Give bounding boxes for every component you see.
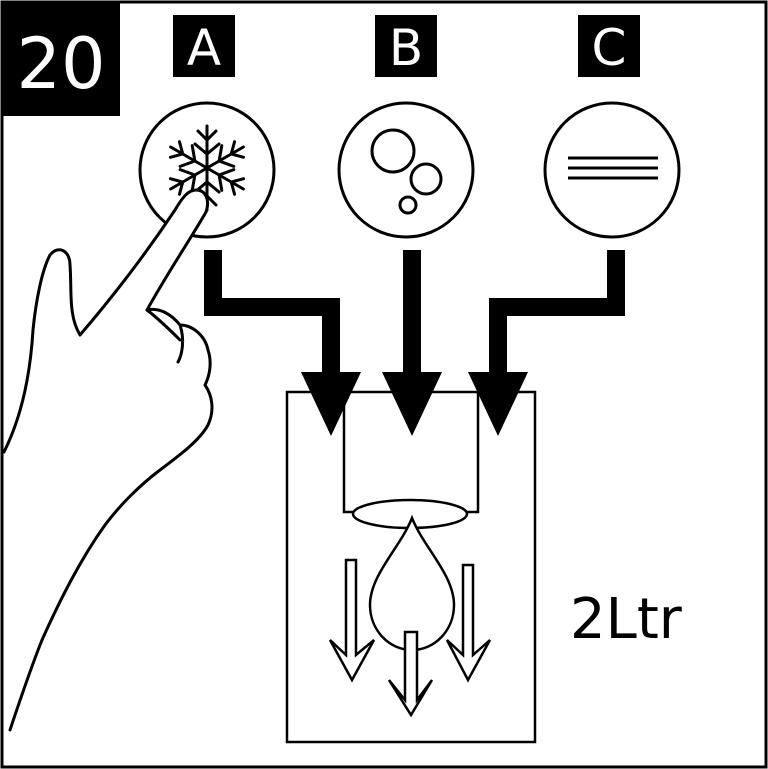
flow-arrows [204, 250, 625, 436]
flow-arrow-c [489, 250, 625, 380]
option-button-b[interactable] [337, 101, 475, 239]
flow-arrowhead-c [468, 372, 528, 436]
volume-label: 2Ltr [570, 587, 683, 652]
flow-arrowhead-a [301, 372, 361, 436]
flow-arrowhead-b [382, 372, 442, 436]
dispenser-container [285, 390, 537, 744]
step-number-badge: 20 [2, 2, 120, 116]
option-label-b: B [375, 15, 437, 77]
option-button-c[interactable] [543, 101, 681, 239]
down-arrow-center [387, 630, 434, 718]
option-label-c: C [578, 15, 640, 77]
bubbles-icon [370, 128, 443, 215]
option-letter-a: A [187, 19, 221, 77]
still-water-lines-icon [568, 156, 658, 180]
dispense-down-arrows [328, 558, 492, 718]
option-letter-b: B [389, 19, 423, 77]
down-arrow-left [328, 558, 376, 683]
snowflake-icon [163, 124, 251, 212]
hand-finger-line [176, 323, 185, 364]
hand-knuckle-line [145, 308, 182, 342]
option-letter-c: C [592, 19, 627, 77]
option-label-a: A [173, 15, 235, 77]
flow-arrow-a [204, 250, 340, 380]
pointing-hand-icon [2, 188, 214, 732]
down-arrow-right [445, 563, 492, 683]
step-number: 20 [16, 23, 105, 105]
option-button-a[interactable] [138, 101, 276, 239]
